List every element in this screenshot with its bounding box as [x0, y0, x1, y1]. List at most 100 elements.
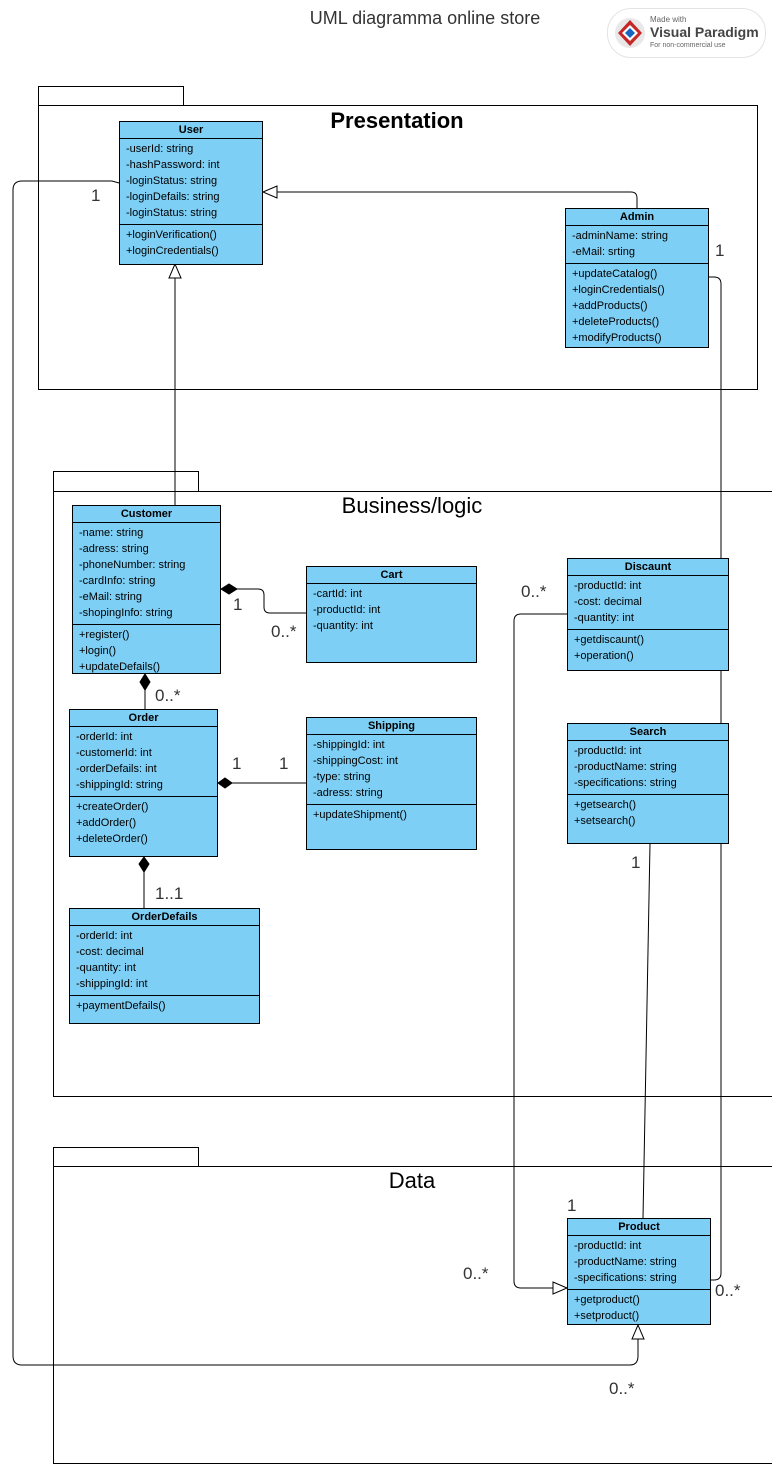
- multiplicity-label: 0..*: [521, 582, 547, 601]
- attribute: -name: string: [79, 527, 144, 539]
- generalization-arrowhead-icon: [261, 185, 278, 199]
- composition-customer-cart: [229, 588, 306, 614]
- badge-made-with: Made with: [650, 15, 687, 24]
- multiplicity-label: 1: [279, 754, 289, 773]
- multiplicity-label: 0..*: [609, 1379, 635, 1398]
- attribute: -orderId: int: [76, 930, 133, 942]
- operation: +updateCatalog(): [572, 268, 658, 280]
- operation: +addProducts(): [572, 300, 648, 312]
- attributes-section: -productId: int -cost: decimal -quantity…: [568, 576, 728, 629]
- attributes-section: -userId: string -hashPassword: int -logi…: [120, 139, 262, 224]
- attribute: -specifications: string: [574, 777, 677, 789]
- attribute: -productId: int: [574, 745, 642, 757]
- class-discaunt[interactable]: Discaunt -productId: int -cost: decimal …: [567, 558, 729, 671]
- operations-section: +createOrder() +addOrder() +deleteOrder(…: [70, 796, 217, 850]
- class-name: OrderDefails: [70, 909, 259, 926]
- attributes-section: -shippingId: int -shippingCost: int -typ…: [307, 735, 476, 804]
- attribute: -cost: decimal: [574, 596, 642, 608]
- operation: +getdiscaunt(): [574, 634, 645, 646]
- badge-brand: Visual Paradigm: [650, 24, 759, 40]
- package-business-tab: [53, 471, 199, 492]
- generalization-arrowhead-icon: [631, 1323, 645, 1340]
- attribute: -cardInfo: string: [79, 575, 156, 587]
- attribute: -eMail: srting: [572, 246, 635, 258]
- operation: +addOrder(): [76, 817, 137, 829]
- multiplicity-label: 0..*: [271, 622, 297, 641]
- generalization-arrowhead-icon: [552, 1281, 569, 1295]
- class-product[interactable]: Product -productId: int -productName: st…: [567, 1218, 711, 1325]
- operations-section: +register() +login() +updateDefails(): [73, 624, 220, 678]
- operation: +deleteOrder(): [76, 833, 148, 845]
- multiplicity-label: 1..1: [155, 884, 184, 903]
- class-admin[interactable]: Admin -adminName: string -eMail: srting …: [565, 208, 709, 348]
- class-name: Order: [70, 710, 217, 727]
- attribute: -cartId: int: [313, 588, 362, 600]
- operation: +getproduct(): [574, 1294, 640, 1306]
- multiplicity-label: 0..*: [463, 1264, 489, 1283]
- class-name: Search: [568, 724, 728, 741]
- operations-section: +getdiscaunt() +operation(): [568, 629, 728, 667]
- attribute: -customerId: int: [76, 747, 152, 759]
- attribute: -loginStatus: string: [126, 207, 218, 219]
- operations-section: +updateCatalog() +loginCredentials() +ad…: [566, 263, 708, 349]
- attribute: -eMail: string: [79, 591, 142, 603]
- operation: +paymentDefails(): [76, 1000, 166, 1012]
- attribute: -shippingId: string: [76, 779, 163, 791]
- operation: +setproduct(): [574, 1310, 640, 1322]
- class-cart[interactable]: Cart -cartId: int -productId: int -quant…: [306, 566, 477, 663]
- attribute: -loginStatus: string: [126, 175, 218, 187]
- attribute: -quantity: int: [76, 962, 136, 974]
- multiplicity-label: 1: [567, 1196, 577, 1215]
- multiplicity-label: 0..*: [715, 1281, 741, 1300]
- attribute: -type: string: [313, 771, 371, 783]
- class-name: Cart: [307, 567, 476, 584]
- operations-section: +loginVerification() +loginCredentials(): [120, 224, 262, 262]
- association-discaunt-product: [513, 613, 567, 1289]
- attribute: -specifications: string: [574, 1272, 677, 1284]
- attribute: -shippingId: int: [313, 739, 385, 751]
- class-search[interactable]: Search -productId: int -productName: str…: [567, 723, 729, 844]
- attributes-section: -productId: int -productName: string -sp…: [568, 1236, 710, 1289]
- attribute: -shopingInfo: string: [79, 607, 173, 619]
- attribute: -productName: string: [574, 1256, 677, 1268]
- class-order[interactable]: Order -orderId: int -customerId: int -or…: [69, 709, 218, 857]
- attributes-section: -adminName: string -eMail: srting: [566, 226, 708, 263]
- operation: +setsearch(): [574, 815, 636, 827]
- attribute: -productId: int: [313, 604, 381, 616]
- attribute: -productId: int: [574, 1240, 642, 1252]
- attributes-section: -orderId: int -cost: decimal -quantity: …: [70, 926, 259, 995]
- package-presentation-tab: [38, 86, 184, 106]
- multiplicity-label: 1: [233, 595, 243, 614]
- multiplicity-label: 0..*: [155, 686, 181, 705]
- attributes-section: -cartId: int -productId: int -quantity: …: [307, 584, 476, 637]
- attributes-section: -orderId: int -customerId: int -orderDef…: [70, 727, 217, 796]
- class-name: Product: [568, 1219, 710, 1236]
- generalization-admin-user: [277, 191, 638, 208]
- badge-license: For non-commercial use: [650, 42, 726, 49]
- operation: +modifyProducts(): [572, 332, 662, 344]
- attribute: -hashPassword: int: [126, 159, 220, 171]
- operations-section: +updateShipment(): [307, 804, 476, 826]
- attribute: -cost: decimal: [76, 946, 144, 958]
- class-orderdefails[interactable]: OrderDefails -orderId: int -cost: decima…: [69, 908, 260, 1024]
- operation: +loginCredentials(): [126, 245, 219, 257]
- package-business-label: Business/logic: [341, 493, 483, 518]
- diagram-title: UML diagramma online store: [309, 8, 541, 28]
- operation: +loginCredentials(): [572, 284, 665, 296]
- attribute: -quantity: int: [313, 620, 373, 632]
- attribute: -quantity: int: [574, 612, 634, 624]
- class-name: Admin: [566, 209, 708, 226]
- visual-paradigm-logo-icon: [615, 18, 645, 48]
- attribute: -shippingCost: int: [313, 755, 398, 767]
- attribute: -adress: string: [313, 787, 383, 799]
- operation: +operation(): [574, 650, 634, 662]
- operation: +updateShipment(): [313, 809, 407, 821]
- class-user[interactable]: User -userId: string -hashPassword: int …: [119, 121, 263, 265]
- class-customer[interactable]: Customer -name: string -adress: string -…: [72, 505, 221, 674]
- package-data-label: Data: [388, 1168, 436, 1193]
- class-shipping[interactable]: Shipping -shippingId: int -shippingCost:…: [306, 717, 477, 850]
- multiplicity-label: 1: [91, 186, 101, 205]
- multiplicity-label: 1: [631, 853, 641, 872]
- association-search-product: [642, 843, 651, 1219]
- package-presentation-label: Presentation: [330, 108, 464, 133]
